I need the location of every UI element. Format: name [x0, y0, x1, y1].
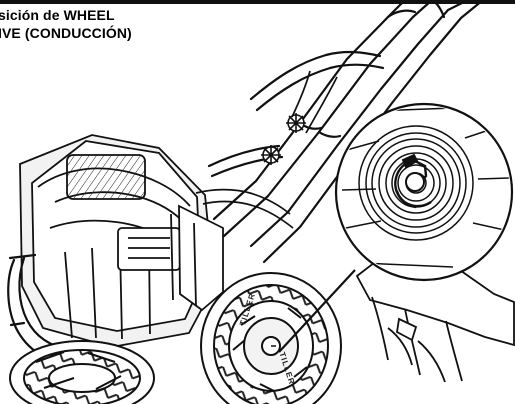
wheel-detail-callout — [333, 101, 515, 283]
handle-knob-upper — [286, 113, 306, 133]
top-rule — [0, 0, 515, 4]
engine-assembly — [19, 134, 224, 348]
handle-knob-lower — [261, 145, 281, 165]
detail-pointer-line — [278, 269, 356, 353]
wheel-detail-image — [334, 102, 514, 282]
figure-caption: sición de WHEEL IVE (CONDUCCIÓN) — [0, 6, 228, 42]
caption-line-2: IVE (CONDUCCIÓN) — [0, 25, 132, 41]
control-cables — [195, 70, 338, 229]
wheel-pin-detail — [394, 153, 432, 209]
right-wheel — [200, 272, 342, 404]
caption-line-1: sición de WHEEL — [0, 7, 115, 23]
left-wheel — [9, 340, 155, 404]
